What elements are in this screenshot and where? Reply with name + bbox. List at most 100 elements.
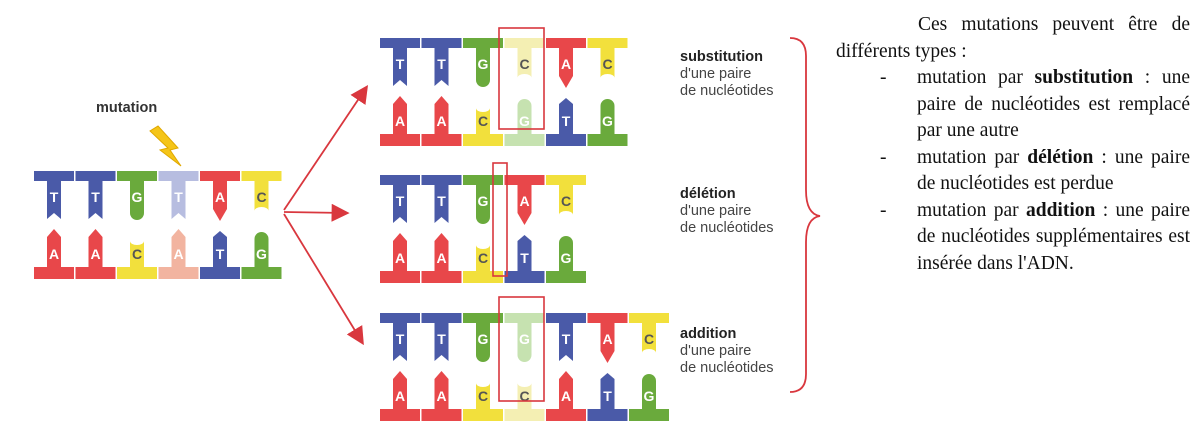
base-shape-bottom <box>171 229 186 267</box>
original-strand-pair-6: CG <box>241 171 282 279</box>
base-shape-bottom <box>559 98 573 134</box>
explanation-intro: Ces mutations peuvent être de différents… <box>836 14 1190 62</box>
arrow-to-addition <box>283 213 364 346</box>
backbone-top <box>34 171 74 181</box>
base-shape-bottom <box>517 383 532 409</box>
base-letter-top: T <box>437 193 446 209</box>
backbone-top <box>380 38 420 48</box>
base-letter-top: T <box>562 331 571 347</box>
backbone-top <box>158 171 199 181</box>
base-shape-bottom <box>476 245 490 271</box>
explanation-item-substitution: - mutation par substitution : une paire … <box>836 65 1190 145</box>
backbone-top <box>463 175 503 185</box>
base-shape-bottom <box>476 383 490 409</box>
base-letter-bottom: A <box>436 388 446 404</box>
addition-strand-pair-1: TA <box>380 313 420 421</box>
substitution-highlight-box <box>498 27 545 130</box>
backbone-top <box>546 313 586 323</box>
original-strand-pair-1: TA <box>34 171 74 279</box>
base-letter-bottom: G <box>561 250 572 266</box>
base-letter-bottom: G <box>644 388 655 404</box>
backbone-top <box>421 38 462 48</box>
substitution-strand-pair-5: AT <box>546 38 586 146</box>
base-letter-top: T <box>91 189 100 205</box>
base-letter-top: A <box>519 193 529 209</box>
substitution-strand-pair-6: CG <box>587 38 628 146</box>
base-shape-bottom <box>517 99 532 134</box>
original-strand-pair-2: TA <box>75 171 116 279</box>
base-letter-top: C <box>644 331 654 347</box>
base-shape-top <box>434 185 449 223</box>
base-shape-top <box>171 181 186 219</box>
backbone-top <box>629 313 669 323</box>
base-shape-top <box>517 185 532 225</box>
base-letter-top: A <box>215 189 225 205</box>
item-suffix: : une paire de nucléotides est remplacé … <box>917 67 1190 141</box>
backbone-bottom <box>75 267 116 279</box>
label-substitution-title: substitution <box>680 49 763 65</box>
backbone-top <box>504 313 545 323</box>
base-letter-top: T <box>174 189 183 205</box>
base-shape-top <box>642 323 656 353</box>
arrow-to-deletion <box>283 203 350 222</box>
base-shape-top <box>600 48 615 78</box>
item-bold: addition <box>1025 199 1096 221</box>
lightning-bolt-icon <box>149 125 182 167</box>
base-letter-top: C <box>256 189 266 205</box>
base-letter-top: G <box>478 193 489 209</box>
base-letter-top: G <box>478 331 489 347</box>
label-addition-line1: d'une paire <box>680 343 752 359</box>
base-shape-bottom <box>434 371 449 409</box>
addition-strand-pair-5: TA <box>546 313 586 421</box>
mutation-label: mutation <box>96 100 158 116</box>
substitution-strand-pair-2: TA <box>421 38 462 146</box>
backbone-bottom <box>463 134 503 146</box>
base-letter-bottom: A <box>561 388 571 404</box>
base-shape-bottom <box>393 371 407 409</box>
backbone-bottom <box>546 271 586 283</box>
base-shape-top <box>88 181 103 219</box>
backbone-top <box>587 313 628 323</box>
base-shape-top <box>130 181 144 220</box>
backbone-bottom <box>380 409 420 421</box>
base-letter-top: T <box>396 56 405 72</box>
label-addition-title: addition <box>680 326 737 342</box>
base-shape-top <box>434 48 449 86</box>
backbone-top <box>200 171 240 181</box>
addition-strand-pair-6: AT <box>587 313 628 421</box>
backbone-top <box>75 171 116 181</box>
backbone-top <box>546 38 586 48</box>
base-shape-bottom <box>559 371 573 409</box>
backbone-bottom <box>34 267 74 279</box>
base-shape-top <box>476 323 490 362</box>
backbone-bottom <box>629 409 669 421</box>
original-strand-pair-5: AT <box>200 171 240 279</box>
base-shape-bottom <box>393 96 407 134</box>
backbone-top <box>504 38 545 48</box>
base-letter-bottom: A <box>90 246 100 262</box>
base-letter-bottom: A <box>49 246 59 262</box>
base-letter-top: C <box>519 56 529 72</box>
base-shape-bottom <box>559 236 573 271</box>
base-letter-top: A <box>602 331 612 347</box>
base-letter-bottom: C <box>478 250 488 266</box>
base-shape-bottom <box>600 99 615 134</box>
base-letter-bottom: C <box>132 246 142 262</box>
item-suffix: : une paire de nucléotides est perdue <box>917 146 1190 195</box>
substitution-strand-pair-3: GC <box>463 38 503 146</box>
base-letter-bottom: G <box>256 246 267 262</box>
base-letter-bottom: C <box>478 388 488 404</box>
base-shape-top <box>393 185 407 223</box>
base-letter-top: T <box>396 331 405 347</box>
deletion-strand-pair-1: TA <box>380 175 420 283</box>
base-letter-top: G <box>132 189 143 205</box>
label-deletion-line2: de nucléotides <box>680 220 774 236</box>
base-letter-bottom: C <box>478 113 488 129</box>
deletion-strand-pair-4: AT <box>504 175 545 283</box>
label-substitution-line2: de nucléotides <box>680 83 774 99</box>
backbone-top <box>380 313 420 323</box>
deletion-strand-pair-5: CG <box>546 175 586 283</box>
backbone-bottom <box>463 271 503 283</box>
backbone-bottom <box>241 267 282 279</box>
base-shape-bottom <box>642 374 656 409</box>
